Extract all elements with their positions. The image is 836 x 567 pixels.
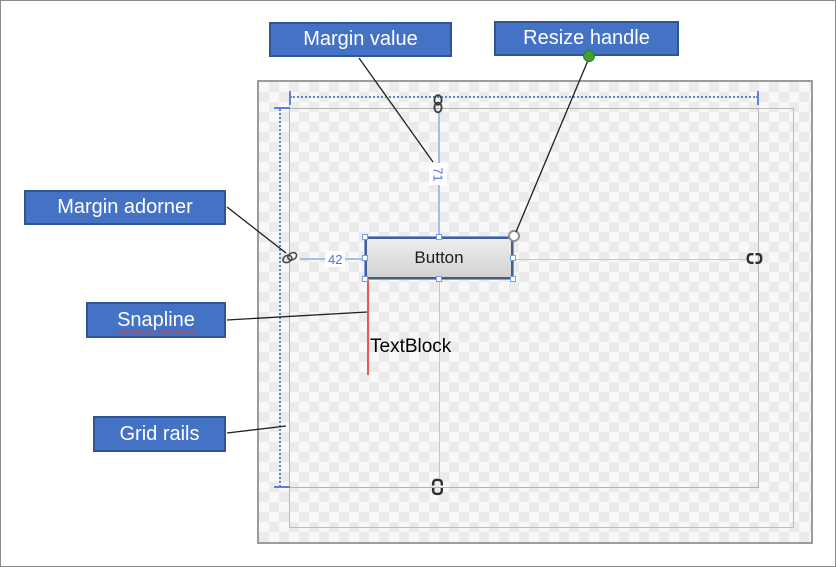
anchor-broken-right-icon[interactable] [746, 252, 763, 265]
callout-margin-adorner-label: Margin adorner [57, 196, 193, 218]
margin-value-top: 71 [429, 163, 447, 185]
callout-grid-rails-label: Grid rails [119, 422, 200, 445]
snapline [367, 237, 369, 375]
green-dot-icon [583, 50, 595, 62]
button-control[interactable]: Button [365, 237, 513, 279]
callout-margin-value: Margin value [269, 22, 452, 57]
textblock-label: TextBlock [370, 336, 452, 357]
callout-margin-value-label: Margin value [303, 28, 418, 50]
selection-handle[interactable] [436, 276, 442, 282]
center-line-right [515, 259, 747, 260]
grid-rail-horizontal [290, 96, 758, 98]
center-line-bottom [439, 282, 440, 478]
resize-handle[interactable] [508, 230, 520, 242]
anchor-chain-top-icon[interactable] [431, 94, 445, 114]
selection-handle[interactable] [362, 255, 368, 261]
callout-snapline: Snapline [86, 302, 226, 338]
grid-rail-end-tick [757, 91, 759, 105]
selection-handle[interactable] [362, 234, 368, 240]
grid-rail-end-tick [289, 91, 291, 105]
grid-rail-end-tick [274, 107, 290, 109]
selection-handle[interactable] [362, 276, 368, 282]
grid-outline [289, 108, 759, 488]
callout-grid-rails: Grid rails [93, 416, 226, 452]
selection-handle[interactable] [510, 255, 516, 261]
anchor-broken-bottom-icon[interactable] [431, 478, 444, 496]
button-label: Button [414, 248, 464, 267]
callout-resize-handle-label: Resize handle [523, 27, 650, 49]
callout-margin-adorner: Margin adorner [24, 190, 226, 225]
grid-rail-end-tick [274, 486, 290, 488]
selection-handle[interactable] [510, 276, 516, 282]
grid-rail-vertical [279, 109, 281, 487]
selection-handle[interactable] [436, 234, 442, 240]
callout-snapline-label: Snapline [117, 308, 195, 331]
margin-adorner-chain-icon[interactable] [281, 250, 299, 265]
margin-value-left: 42 [325, 251, 346, 267]
textblock-control[interactable]: TextBlock [370, 336, 451, 358]
